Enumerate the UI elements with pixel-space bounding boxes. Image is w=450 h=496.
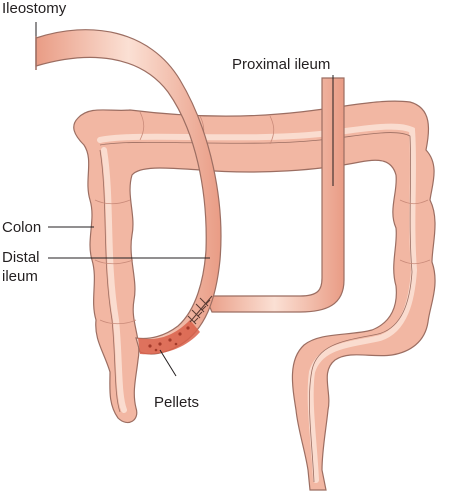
pellet-dots	[148, 326, 190, 352]
label-distal-ileum-line1: Distal	[2, 249, 40, 266]
label-proximal-ileum: Proximal ileum	[232, 56, 331, 73]
anastomosis-stitches	[187, 295, 213, 325]
leader-pellets	[159, 349, 177, 377]
leader-lines	[35, 22, 334, 377]
pellet-region	[138, 320, 200, 355]
label-ileostomy: Ileostomy	[2, 0, 67, 17]
label-distal-ileum-line2: ileum	[2, 268, 38, 285]
colon-taenia-left	[99, 149, 121, 413]
colon-highlight-left	[101, 147, 127, 413]
colon-haustra	[94, 107, 431, 325]
colon	[73, 100, 436, 491]
pellets	[138, 320, 200, 355]
colon-taenia	[99, 132, 413, 483]
proximal-ileum-tube	[204, 77, 345, 313]
label-pellets: Pellets	[154, 394, 200, 411]
proximal-ileum	[204, 77, 345, 313]
label-colon: Colon	[2, 219, 42, 236]
